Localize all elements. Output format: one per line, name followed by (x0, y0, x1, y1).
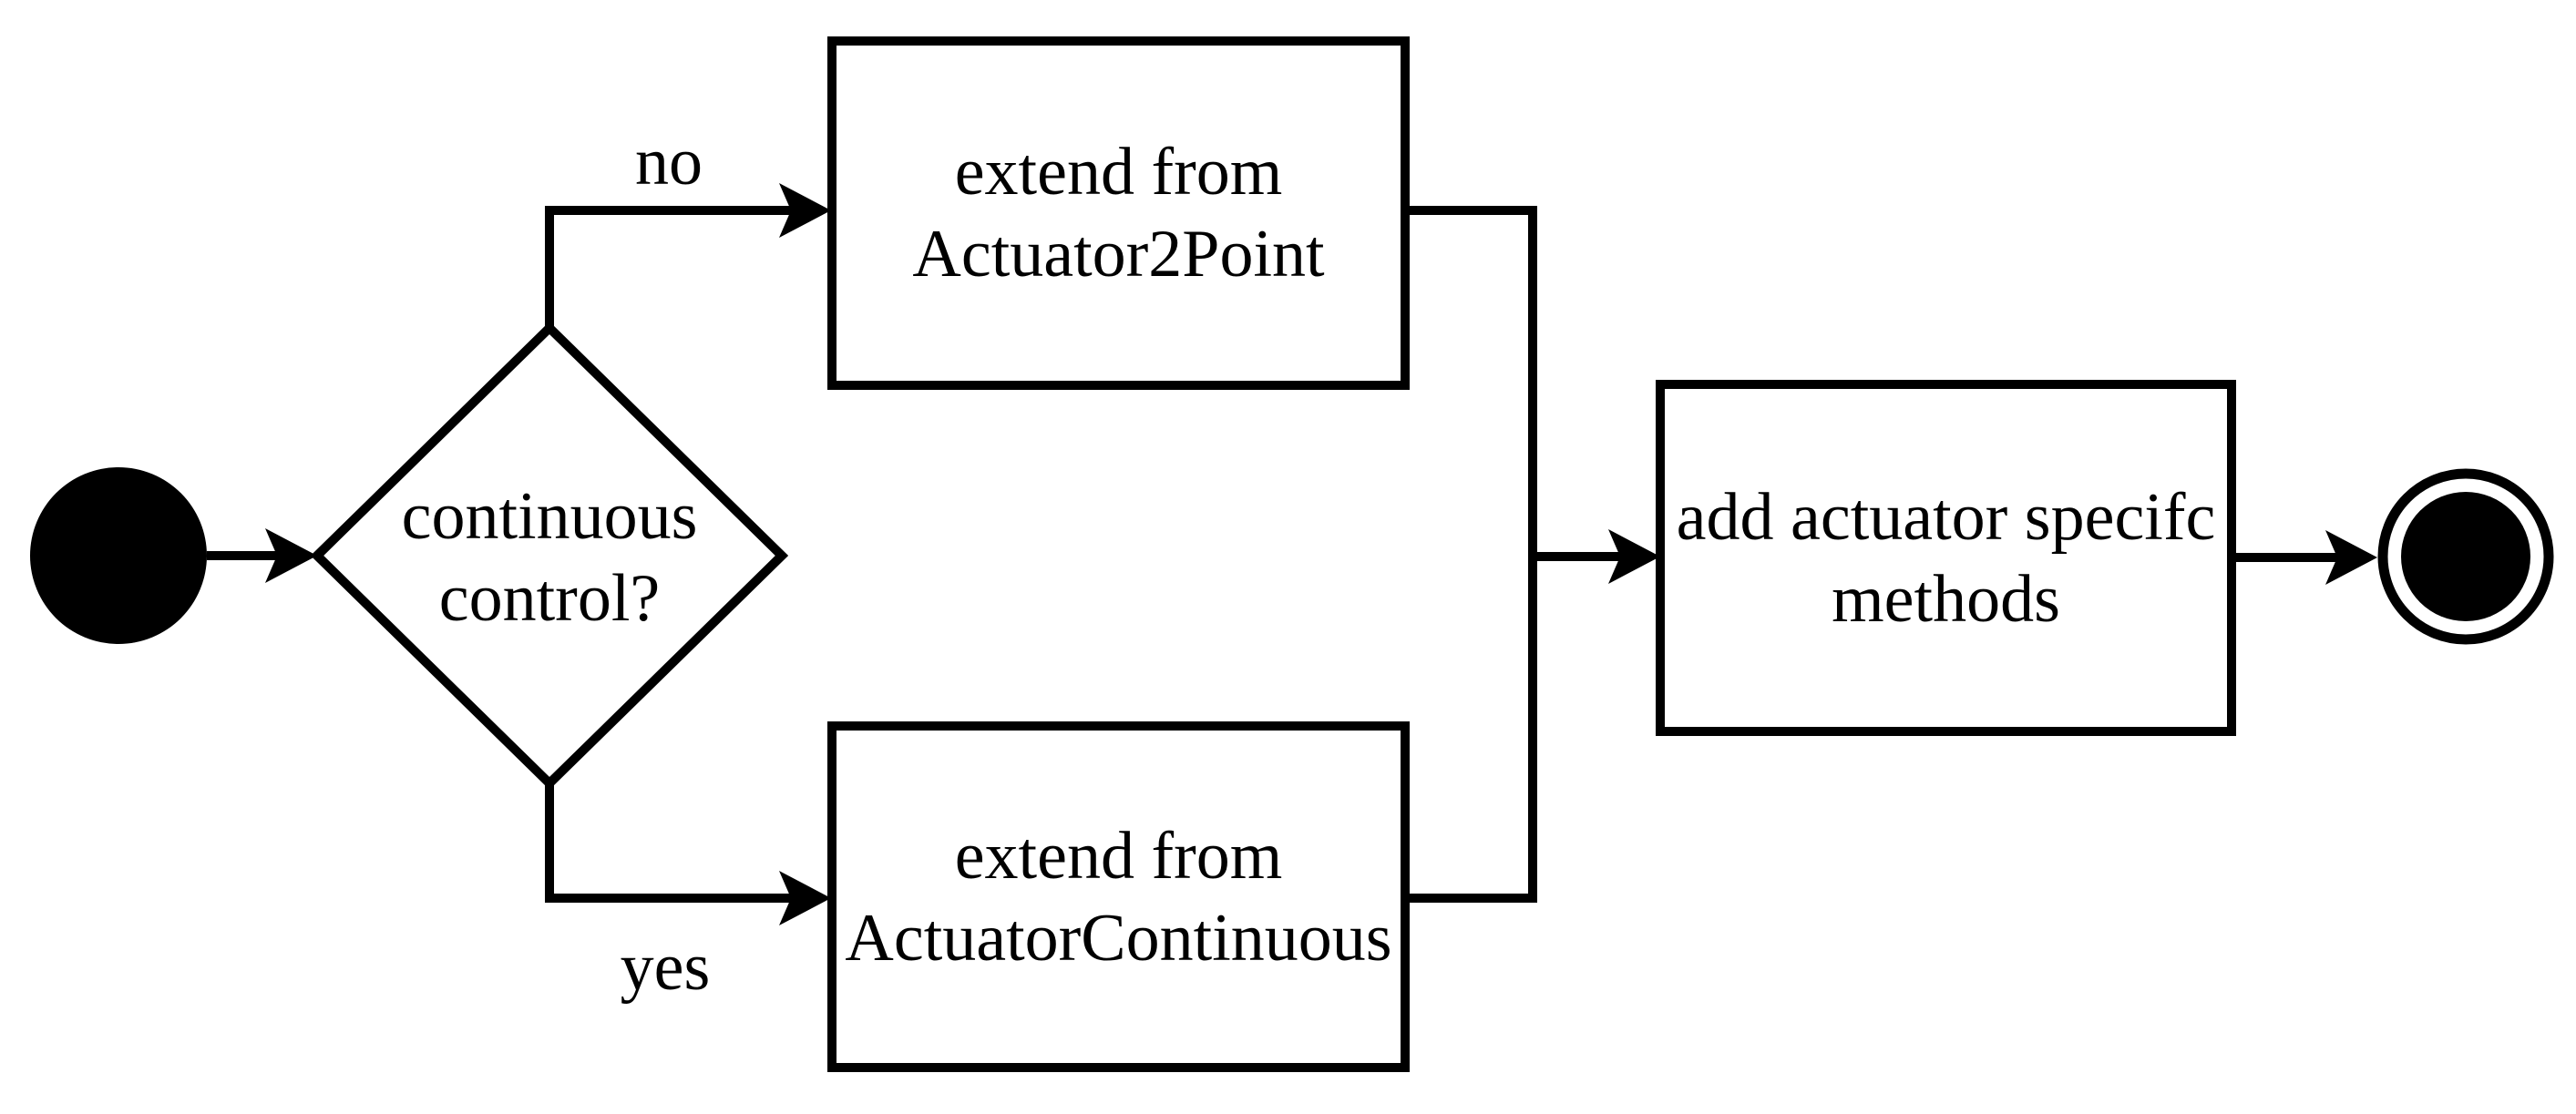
end-node-inner-circle (2401, 492, 2530, 621)
top-merge-connector-line (1405, 206, 1537, 557)
decision-diamond (310, 321, 789, 791)
end-edge-arrowhead-icon (2325, 530, 2377, 585)
start-node (30, 467, 207, 644)
merge-edge-arrowhead-icon (1608, 529, 1660, 584)
start-edge-arrowhead-icon (265, 528, 317, 583)
merge-action-box (1656, 380, 2236, 736)
no-edge-line (545, 206, 793, 332)
yes-edge-line (545, 779, 793, 903)
top-action-box (827, 36, 1410, 390)
bottom-action-box (827, 721, 1410, 1072)
no-edge-arrowhead-icon (779, 183, 831, 238)
bottom-merge-connector-line (1405, 557, 1537, 903)
yes-edge-arrowhead-icon (779, 871, 831, 925)
